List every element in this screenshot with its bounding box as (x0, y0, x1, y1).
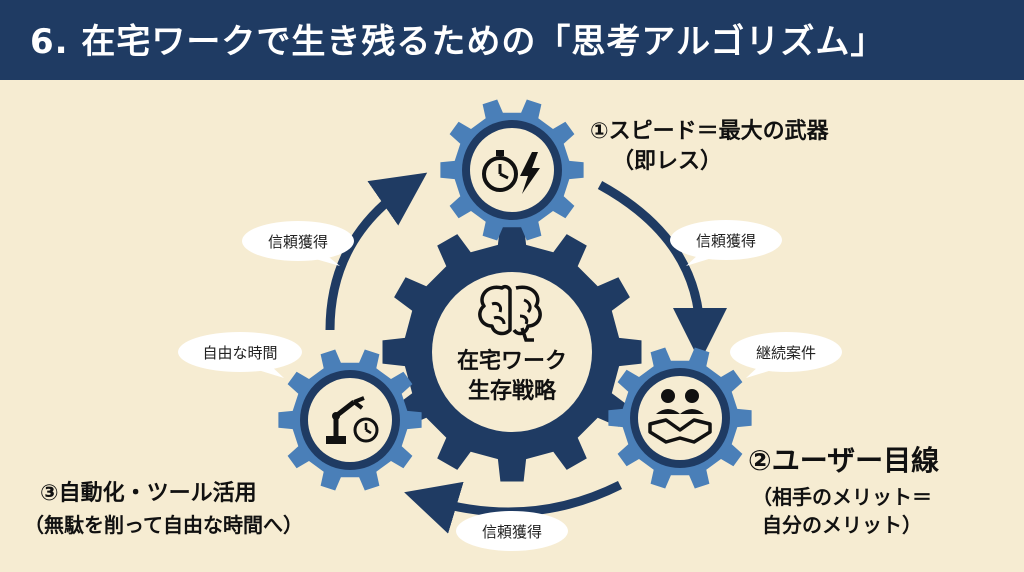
svg-text:継続案件: 継続案件 (756, 344, 816, 362)
automation-gear (278, 349, 422, 491)
arrow-user-to-automation (404, 480, 623, 534)
arrow-speed-to-user (597, 181, 727, 362)
brain-icon (478, 284, 542, 342)
bubble-top-right: 信頼獲得 (670, 220, 782, 266)
gear-speed-hub (470, 128, 554, 212)
automation-subtitle: （無駄を削って自由な時間へ） (24, 513, 303, 537)
gear-center-hub (432, 272, 592, 432)
bubble-bottom: 信頼獲得 (456, 511, 568, 551)
bubble-right: 継続案件 (730, 332, 842, 378)
automation-title: ③自動化・ツール活用 (40, 480, 257, 506)
handshake-people-icon (648, 389, 712, 444)
cycle-arrows (325, 172, 727, 534)
speed-title: ①スピード＝最大の武器 (590, 119, 830, 144)
svg-text:自由な時間: 自由な時間 (202, 344, 277, 362)
center-gear (382, 222, 642, 482)
user-title: ②ユーザー目線 (748, 444, 939, 477)
robot-arm-clock-icon (326, 396, 379, 444)
speed-gear (440, 99, 584, 241)
bubble-top-left: 信頼獲得 (242, 221, 354, 266)
arrow-automation-to-speed (325, 172, 428, 331)
user-gear (608, 347, 752, 489)
user-subtitle-line1: （相手のメリット＝ (752, 485, 932, 509)
center-label-line1: 在宅ワーク (457, 348, 567, 374)
header-bar: 6. 在宅ワークで生き残るための「思考アルゴリズム」 (0, 0, 1024, 80)
user-subtitle-line2: 自分のメリット） (762, 513, 922, 537)
svg-text:信頼獲得: 信頼獲得 (482, 523, 542, 541)
svg-text:信頼獲得: 信頼獲得 (268, 233, 328, 251)
center-label-line2: 生存戦略 (468, 378, 557, 404)
page-title: 6. 在宅ワークで生き残るための「思考アルゴリズム」 (30, 22, 886, 62)
gear-auto-hub (308, 378, 392, 462)
speed-subtitle: （即レス） (612, 149, 722, 174)
stopwatch-lightning-icon (482, 150, 540, 194)
gear-user-hub (638, 376, 722, 460)
bubble-left: 自由な時間 (178, 332, 302, 378)
svg-text:信頼獲得: 信頼獲得 (696, 232, 756, 250)
